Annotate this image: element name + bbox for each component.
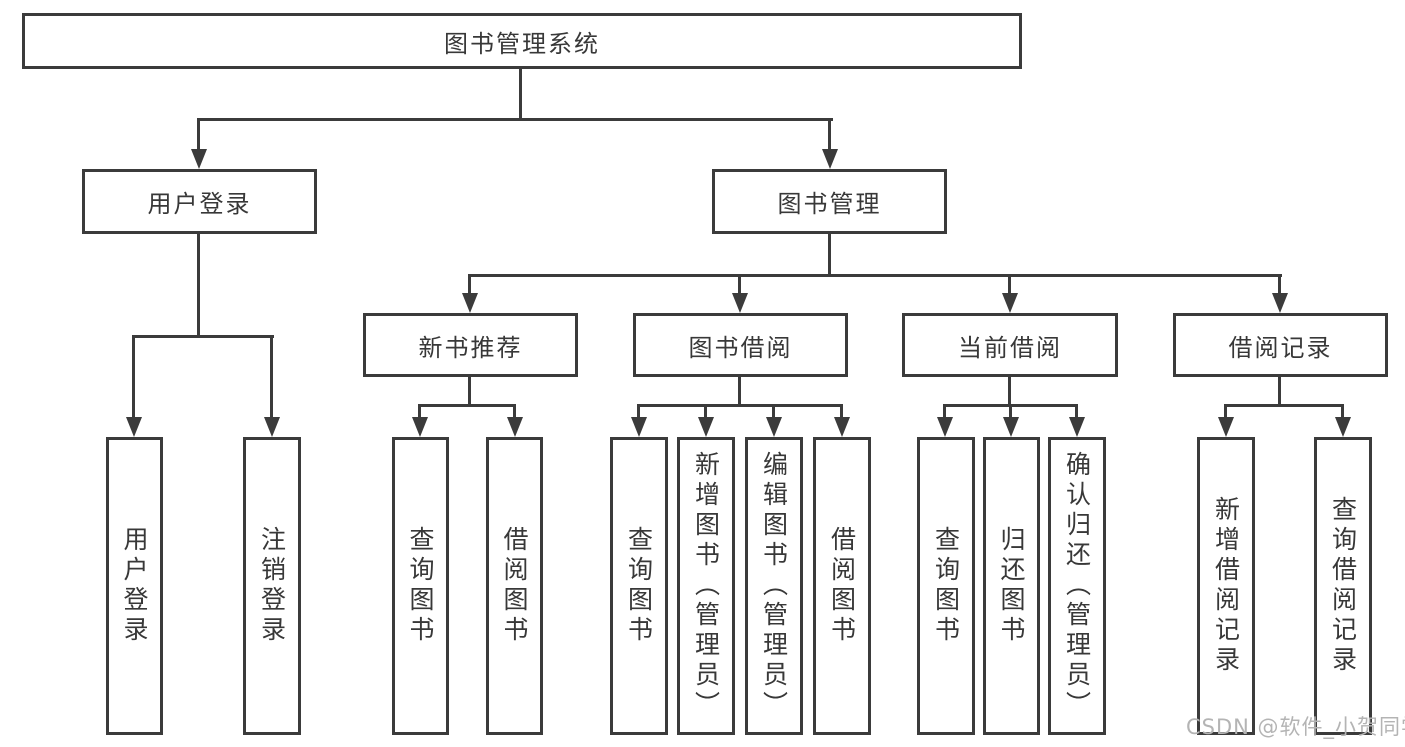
connector-root-hline	[197, 118, 833, 121]
connector-drop-br-add	[1224, 404, 1227, 419]
arrow-down-icon	[462, 293, 478, 313]
arrow-down-icon	[1003, 417, 1019, 437]
node-user-login-group: 用户登录	[82, 169, 317, 234]
node-rec-query-label: 查询图书	[406, 526, 435, 646]
node-logout: 注销登录	[243, 437, 301, 735]
connector-drop-bb-borrow	[840, 404, 843, 419]
node-cb-query-label: 查询图书	[931, 526, 961, 646]
node-book-borrow: 图书借阅	[633, 313, 848, 377]
connector-book-borrow-hline	[637, 404, 843, 407]
node-login: 用户登录	[106, 437, 163, 735]
node-cb-confirm-label: 确认归还（管理员）	[1062, 451, 1092, 721]
connector-drop-bb-add	[704, 404, 707, 419]
node-root: 图书管理系统	[22, 13, 1022, 69]
node-br-query: 查询借阅记录	[1314, 437, 1372, 735]
connector-new-rec-stem	[468, 376, 471, 407]
connector-drop-cb-query	[943, 404, 946, 419]
node-current-borrow-label: 当前借阅	[958, 333, 1062, 362]
connector-book-borrow-stem	[738, 376, 741, 407]
node-bb-add: 新增图书（管理员）	[677, 437, 735, 735]
connector-drop-bb-query	[637, 404, 640, 419]
node-borrow-records-label: 借阅记录	[1228, 333, 1333, 362]
arrow-down-icon	[264, 417, 280, 437]
connector-borrow-records-stem	[1278, 376, 1281, 407]
connector-book-mgmt-stem	[828, 233, 831, 277]
connector-drop-borrow-records	[1278, 274, 1281, 296]
node-cb-query: 查询图书	[917, 437, 975, 735]
arrow-down-icon	[766, 417, 782, 437]
node-cb-return: 归还图书	[983, 437, 1040, 735]
node-br-add-label: 新增借阅记录	[1211, 496, 1241, 676]
connector-drop-user-login	[197, 118, 200, 152]
arrow-down-icon	[412, 417, 428, 437]
node-new-rec-label: 新书推荐	[418, 333, 523, 362]
arrow-down-icon	[1069, 417, 1085, 437]
connector-drop-login	[132, 335, 135, 419]
connector-drop-br-query	[1341, 404, 1344, 419]
arrow-down-icon	[834, 417, 850, 437]
connector-drop-logout	[270, 335, 273, 419]
node-book-borrow-label: 图书借阅	[688, 333, 793, 362]
node-rec-borrow-label: 借阅图书	[500, 526, 529, 646]
connector-root-stem	[519, 68, 522, 121]
node-current-borrow: 当前借阅	[902, 313, 1118, 377]
connector-drop-cb-confirm	[1075, 404, 1078, 419]
connector-book-mgmt-hline	[468, 274, 1282, 277]
arrow-down-icon	[732, 293, 748, 313]
arrow-down-icon	[1002, 293, 1018, 313]
arrow-down-icon	[126, 417, 142, 437]
node-book-mgmt: 图书管理	[712, 169, 947, 234]
node-bb-add-label: 新增图书（管理员）	[691, 451, 721, 721]
node-login-label: 用户登录	[120, 526, 149, 646]
node-rec-borrow: 借阅图书	[486, 437, 543, 735]
csdn-watermark: CSDN @软件_小贺同学	[1186, 715, 1405, 739]
arrow-down-icon	[698, 417, 714, 437]
node-br-add: 新增借阅记录	[1197, 437, 1255, 735]
node-user-login-group-label: 用户登录	[147, 190, 252, 218]
arrow-down-icon	[822, 149, 838, 169]
node-new-rec: 新书推荐	[363, 313, 578, 377]
node-borrow-records: 借阅记录	[1173, 313, 1388, 377]
node-bb-edit-label: 编辑图书（管理员）	[759, 451, 789, 721]
node-cb-return-label: 归还图书	[997, 526, 1026, 646]
node-bb-query-label: 查询图书	[624, 526, 654, 646]
node-logout-label: 注销登录	[257, 526, 287, 646]
arrow-down-icon	[1335, 417, 1351, 437]
node-cb-confirm: 确认归还（管理员）	[1048, 437, 1106, 735]
arrow-down-icon	[1218, 417, 1234, 437]
connector-drop-book-borrow	[738, 274, 741, 296]
connector-drop-current-borrow	[1008, 274, 1011, 296]
connector-drop-rec-query	[418, 404, 421, 419]
connector-drop-cb-return	[1009, 404, 1012, 419]
connector-new-rec-hline	[418, 404, 516, 407]
connector-user-login-hline	[132, 335, 274, 338]
arrow-down-icon	[191, 149, 207, 169]
arrow-down-icon	[507, 417, 523, 437]
arrow-down-icon	[937, 417, 953, 437]
node-rec-query: 查询图书	[392, 437, 449, 735]
connector-drop-rec-borrow	[513, 404, 516, 419]
connector-current-borrow-stem	[1008, 376, 1011, 407]
arrow-down-icon	[1272, 293, 1288, 313]
connector-borrow-records-hline	[1224, 404, 1344, 407]
connector-drop-book-mgmt	[828, 118, 831, 152]
connector-drop-new-rec	[468, 274, 471, 296]
connector-user-login-stem	[197, 233, 200, 338]
node-bb-query: 查询图书	[610, 437, 668, 735]
node-bb-borrow: 借阅图书	[813, 437, 871, 735]
node-book-mgmt-label: 图书管理	[777, 190, 882, 218]
connector-drop-bb-edit	[772, 404, 775, 419]
node-root-label: 图书管理系统	[444, 29, 600, 58]
node-br-query-label: 查询借阅记录	[1328, 496, 1358, 676]
node-bb-edit: 编辑图书（管理员）	[745, 437, 803, 735]
node-bb-borrow-label: 借阅图书	[827, 526, 857, 646]
arrow-down-icon	[631, 417, 647, 437]
